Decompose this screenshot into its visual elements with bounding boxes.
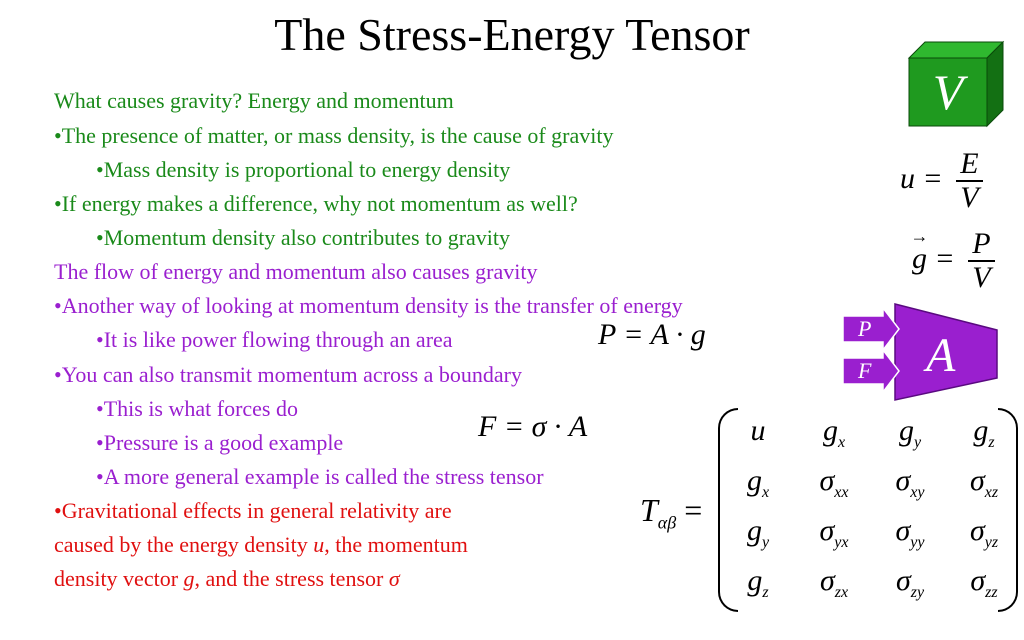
bullet-line-12: •Gravitational effects in general relati… [54, 498, 452, 523]
matrix-cell-0-3: gz [973, 414, 995, 451]
matrix-cell-2-2: σyy [895, 514, 925, 551]
arrow-f-label: F [858, 358, 872, 383]
bullet-line-0: What causes gravity? Energy and momentum [54, 88, 454, 113]
g-numerator: P [968, 228, 995, 262]
final-line-2-text: density vector [54, 566, 184, 591]
matrix-cell-1-2: σxy [895, 464, 925, 501]
tensor-subscript: αβ [657, 512, 677, 533]
area-label: A [926, 329, 956, 382]
equation-energy-density: u = E V [900, 148, 983, 214]
u-fraction: E V [956, 148, 983, 214]
bullet-line-11: •A more general example is called the st… [96, 464, 544, 489]
bullet-line-10: •Pressure is a good example [96, 430, 344, 455]
final-line-2-tail: , and the stress tensor [194, 566, 389, 591]
equation-momentum-density: g = P V [912, 228, 995, 294]
matrix-cell-3-0: gz [747, 564, 769, 601]
g-denominator: V [972, 261, 991, 294]
g-lhs: g [912, 242, 927, 276]
bullet-line-4: •Momentum density also contributes to gr… [96, 225, 511, 250]
matrix-cell-3-2: σzy [895, 564, 925, 601]
g-fraction: P V [968, 228, 995, 294]
tensor-symbol: T [640, 492, 658, 528]
slide-title: The Stress-Energy Tensor [274, 9, 750, 60]
bullet-line-2: •Mass density is proportional to energy … [96, 157, 511, 182]
bullet-line-1: •The presence of matter, or mass density… [54, 123, 614, 148]
arrow-p-label: P [858, 316, 872, 341]
matrix-cell-1-1: σxx [819, 464, 849, 501]
area-flow-diagram [843, 303, 998, 401]
matrix-cell-0-0: u [750, 414, 766, 447]
matrix-cell-0-2: gy [898, 414, 922, 451]
bullet-line-14: density vector g, and the stress tensor … [54, 566, 400, 592]
var-g: g [183, 566, 195, 591]
stress-energy-matrix: u gx gy gz gx σxx σxy σxz gy σyx σyy σyz gz σzx σzy σzz [718, 408, 1018, 612]
bullet-line-7: •It is like power flowing through an are… [96, 327, 453, 352]
matrix-cell-2-0: gy [746, 514, 770, 551]
bullet-line-3: •If energy makes a difference, why not m… [54, 191, 578, 216]
bullet-line-13: caused by the energy density u, the mome… [54, 532, 468, 558]
matrix-cell-0-1: gx [822, 414, 846, 451]
final-line-1-text: caused by the energy density [54, 532, 314, 557]
u-denominator: V [960, 181, 979, 214]
equation-force: F = σ · A [478, 410, 588, 443]
u-lhs: u = [900, 161, 943, 195]
g-equals: = [927, 241, 955, 275]
u-numerator: E [956, 148, 983, 182]
tensor-equals: = [684, 492, 703, 528]
var-u: u [313, 532, 325, 557]
equation-power: P = A · g [598, 318, 706, 351]
volume-cube-icon [907, 40, 1005, 128]
matrix-cell-3-1: σzx [819, 564, 849, 601]
matrix-cell-1-3: σxz [969, 464, 999, 501]
bullet-line-6: •Another way of looking at momentum dens… [54, 293, 683, 318]
final-line-1-tail: , the momentum [324, 532, 468, 557]
matrix-cell-1-0: gx [746, 464, 770, 501]
matrix-cell-2-1: σyx [819, 514, 849, 551]
cube-label: V [932, 64, 964, 120]
tensor-lhs: Tαβ = [640, 492, 702, 533]
bullet-line-8: •You can also transmit momentum across a… [54, 362, 523, 387]
matrix-cell-2-3: σyz [969, 514, 999, 551]
bullet-line-5: The flow of energy and momentum also cau… [54, 259, 538, 284]
matrix-cell-3-3: σzz [970, 564, 998, 601]
bullet-line-9: •This is what forces do [96, 396, 298, 421]
var-sigma: σ [388, 566, 400, 591]
